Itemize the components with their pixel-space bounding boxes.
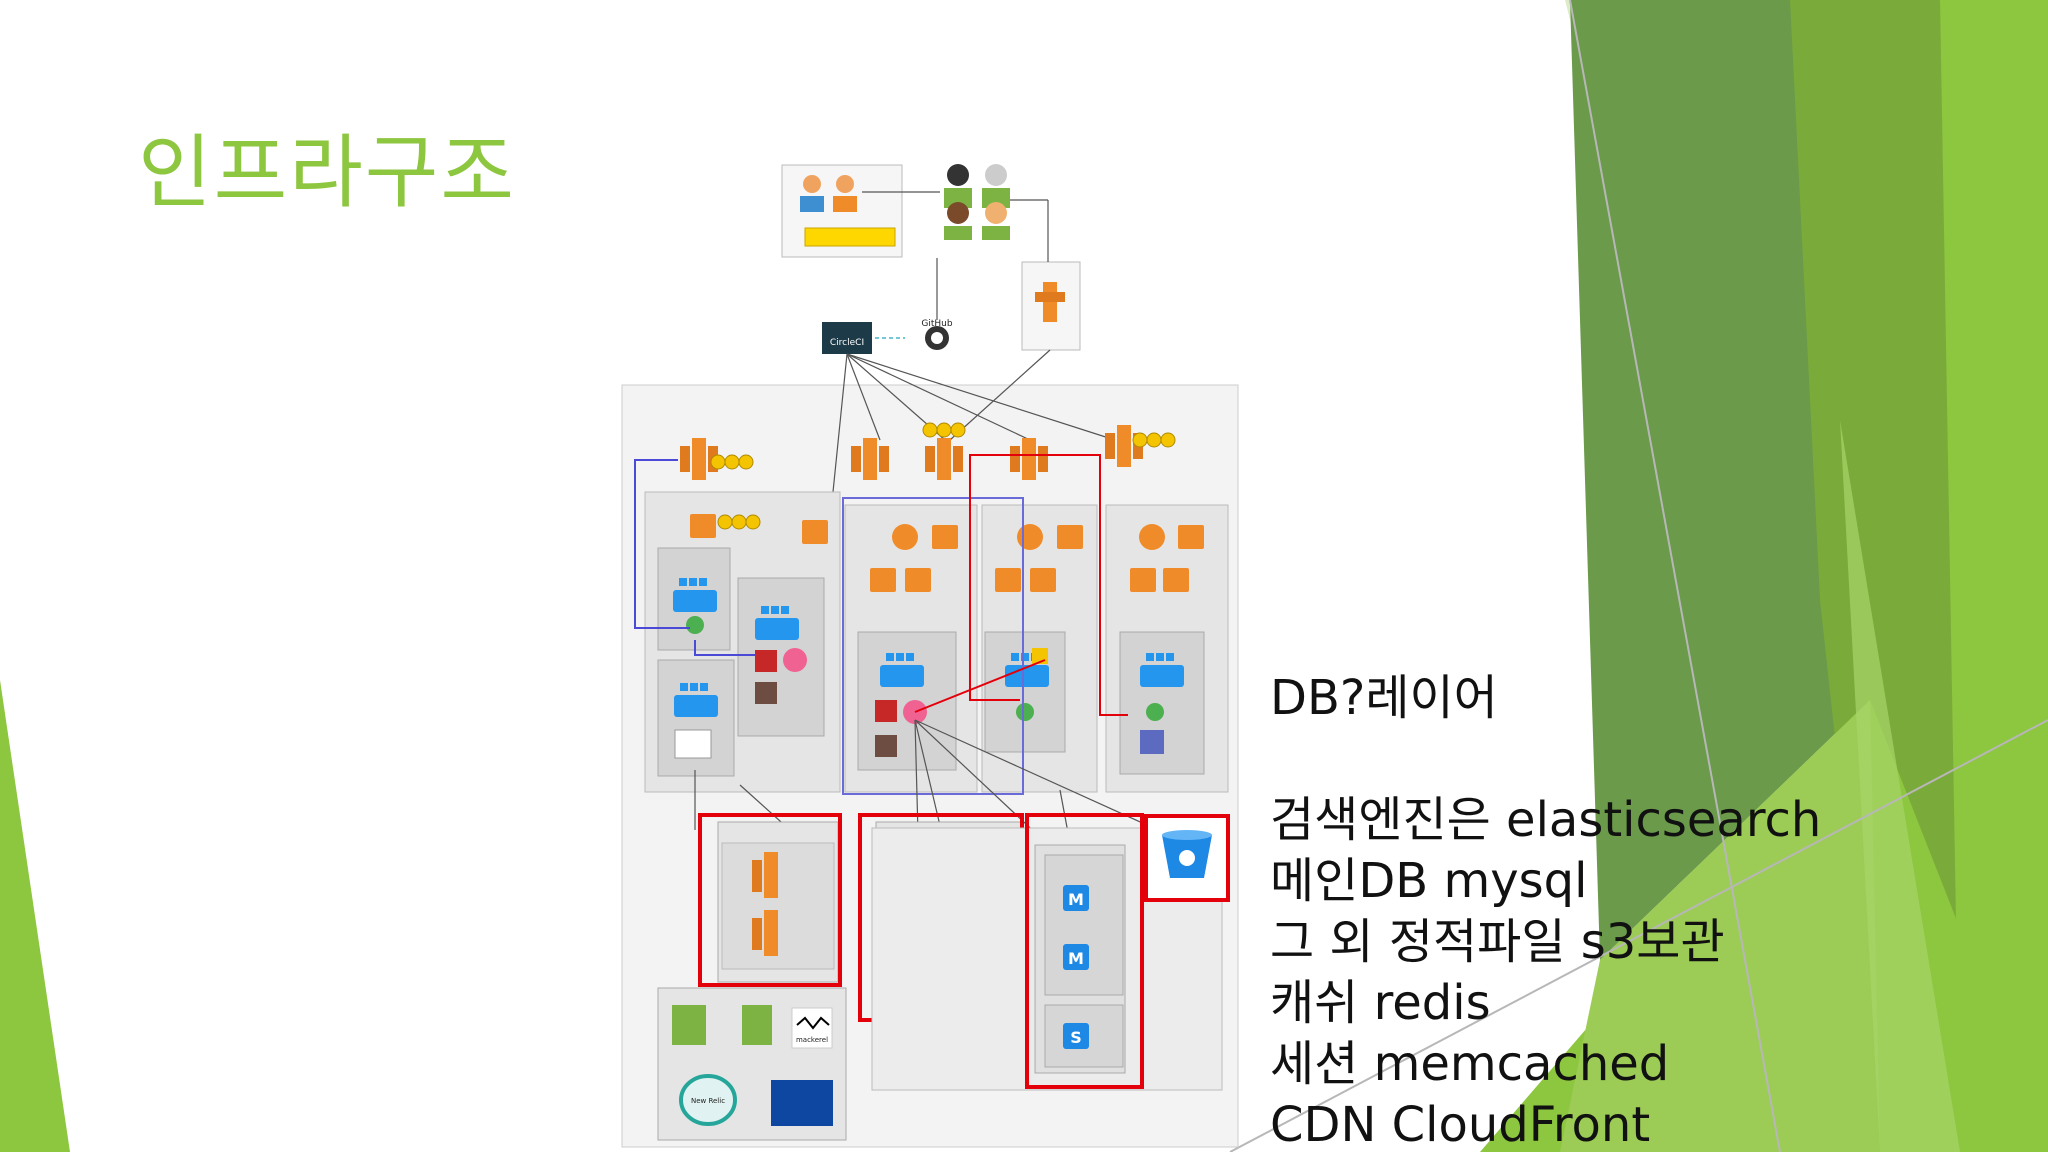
highlight-elasticsearch [698, 813, 842, 987]
rails-icon-2 [875, 700, 897, 722]
ec2-instance-icon-3 [905, 568, 931, 592]
mysql-master-label: M [1068, 890, 1084, 909]
notes-line-cache: 캐쉬 redis [1270, 975, 1491, 1031]
nginx-icon-2 [1016, 703, 1034, 721]
db-layer-notes: DB?레이어 검색엔진은 elasticsearch 메인DB mysql 그 … [1270, 668, 1821, 1156]
right-shape-glass [1840, 420, 1960, 1152]
worker-icon-2 [875, 735, 897, 757]
notes-line-cdn: CDN CloudFront [1270, 1097, 1651, 1153]
cloudwatch-icon-2 [742, 1005, 772, 1045]
docker-container-5 [984, 631, 1066, 753]
elb-icon-2 [932, 525, 958, 549]
newrelic-label: New Relic [691, 1097, 725, 1105]
cloudfront-icon [1035, 282, 1065, 322]
nginx-icon-3 [1146, 703, 1164, 721]
coin-icons-1 [710, 454, 754, 470]
red-route-2 [969, 454, 1020, 701]
mysql-replica-icon [1063, 944, 1089, 970]
red-route-1 [980, 454, 1128, 716]
ec2-instance-icon-6 [1130, 568, 1156, 592]
mysql-slave-icon [1063, 1023, 1089, 1049]
notes-line-search: 검색엔진은 elasticsearch [1270, 792, 1822, 848]
developer-icon [803, 175, 821, 193]
autoscale-icon-3 [1139, 524, 1165, 550]
rds-master-box [1044, 854, 1124, 996]
s3-bucket-icon [1162, 830, 1212, 878]
monitoring-service-icon [771, 1080, 833, 1126]
cloudwatch-icon [672, 1005, 706, 1045]
elb-icon [802, 520, 828, 544]
right-line-2 [1229, 719, 2048, 1152]
notes-line-static: 그 외 정적파일 s3보관 [1270, 914, 1725, 970]
developer-icon-2 [836, 175, 854, 193]
circleci-label: CircleCI [830, 338, 864, 348]
docker-container-3 [657, 659, 735, 777]
right-line-1 [1569, 0, 1781, 1152]
developers-banner [804, 227, 896, 247]
notes-heading: DB?레이어 [1270, 670, 1498, 726]
mysql-slave-label: S [1070, 1028, 1082, 1047]
nginx-icon [686, 616, 704, 634]
ec2-instance-icon-4 [995, 568, 1021, 592]
autoscale-icon [892, 524, 918, 550]
coin-icons-2 [922, 422, 966, 438]
elasticsearch-icon [752, 852, 778, 956]
notes-line-maindb: 메인DB mysql [1270, 853, 1588, 909]
ec2-instance-icon-2 [870, 568, 896, 592]
mackerel-label: mackerel [796, 1036, 828, 1044]
right-shape-dark [1570, 0, 1870, 960]
right-shape-bright [1940, 0, 2048, 1152]
worker-icon [755, 682, 777, 704]
docker-container-2 [737, 577, 825, 737]
notes-line-session: 세션 memcached [1270, 1036, 1670, 1092]
elb-icon-3 [1057, 525, 1083, 549]
mysql-master-icon [1063, 885, 1089, 911]
coin-icons-4 [717, 514, 761, 530]
github-icon [925, 326, 949, 350]
coin-icons-3 [1132, 432, 1176, 448]
slide-title: 인프라구조 [138, 126, 516, 219]
server-icon [1140, 730, 1164, 754]
autoscale-icon-2 [1017, 524, 1043, 550]
elb-icon-4 [1178, 525, 1204, 549]
fluentd-icon [674, 729, 712, 759]
highlight-rds [1025, 813, 1144, 1089]
users-icon [944, 164, 1010, 240]
blue-route-1 [634, 459, 690, 629]
mysql-replica-label: M [1068, 949, 1084, 968]
newrelic-icon [679, 1074, 737, 1126]
right-shape-bottom2 [1560, 700, 1880, 1152]
left-accent-shape [0, 680, 70, 1152]
github-label: GitHub [921, 319, 952, 329]
notes-line-blank [1270, 729, 1821, 790]
rails-icon [755, 650, 777, 672]
red-route-3 [914, 659, 1046, 713]
blue-route-2 [694, 640, 755, 656]
circleci-icon [822, 322, 872, 354]
app-icon [783, 648, 807, 672]
deploy-lines [819, 191, 1116, 621]
ec2-instance-icon-7 [1163, 568, 1189, 592]
ec2-instance-icon [690, 514, 716, 538]
ec2-instance-icon-5 [1030, 568, 1056, 592]
